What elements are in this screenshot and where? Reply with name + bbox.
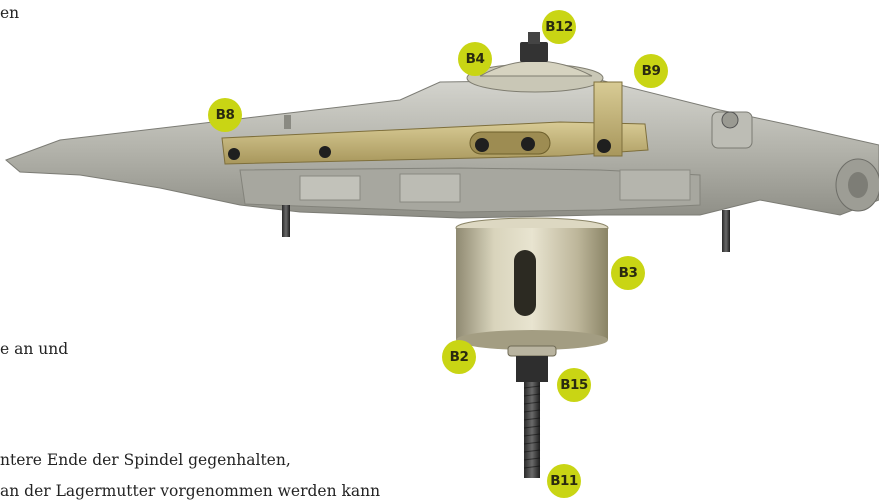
lower-nut: [516, 356, 548, 382]
callout-b12: B12: [542, 10, 576, 44]
plate-bolt: [597, 139, 611, 153]
stud-left: [282, 205, 290, 237]
sleeve-bottom: [456, 330, 608, 350]
callout-b11: B11: [547, 464, 581, 498]
top-spindle: [528, 32, 540, 44]
spindle-threads: [523, 385, 541, 469]
stud-right: [722, 210, 730, 252]
text-fragment-bottom: an der Lagermutter vorgenommen werden ka…: [0, 482, 381, 500]
plate-bolt: [228, 148, 240, 160]
stud-top-left: [284, 115, 291, 129]
callout-b2: B2: [442, 340, 476, 374]
top-nut: [520, 42, 548, 62]
callout-b8: B8: [208, 98, 242, 132]
text-fragment-lower: ntere Ende der Spindel gegenhalten,: [0, 451, 291, 469]
arm-rib-block: [399, 173, 461, 203]
callout-b15: B15: [557, 368, 591, 402]
text-fragment-middle: e an und: [0, 340, 69, 358]
bearing-dome-top: [479, 60, 593, 77]
threaded-spindle: [524, 382, 540, 478]
sleeve-window: [514, 250, 536, 316]
arm-rib-block: [619, 169, 691, 201]
ball-joint-nut: [721, 111, 739, 129]
plate-bolt: [319, 146, 331, 158]
plate-bolt: [475, 138, 489, 152]
plate-bolt: [521, 137, 535, 151]
lower-washer: [507, 345, 557, 357]
callout-b4: B4: [458, 42, 492, 76]
text-fragment-top: en: [0, 4, 20, 22]
arm-rib-block: [299, 175, 361, 201]
callout-b9: B9: [634, 54, 668, 88]
right-bushing-hole: [848, 172, 868, 198]
callout-b3: B3: [611, 256, 645, 290]
